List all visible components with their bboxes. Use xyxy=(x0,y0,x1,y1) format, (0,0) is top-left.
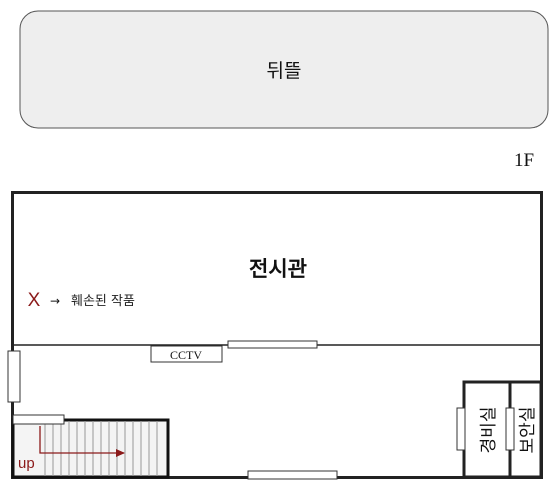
door-left xyxy=(7,350,21,403)
floor-label: 1F xyxy=(514,150,534,171)
legend-text: 훼손된 작품 xyxy=(71,294,135,309)
guard-room-label: 경비실 xyxy=(479,407,499,454)
cctv-label: CCTV xyxy=(170,348,202,362)
damaged-marker: X xyxy=(28,290,41,311)
cctv-box xyxy=(150,345,223,363)
stairs-area xyxy=(11,418,170,479)
backyard-area xyxy=(19,10,549,129)
stairs-label: up xyxy=(18,455,35,472)
security-room xyxy=(508,380,543,479)
security-room-label: 보안실 xyxy=(518,407,538,454)
stair-steps xyxy=(44,421,158,476)
stair-arrow-head xyxy=(116,449,125,457)
window-bottom xyxy=(247,470,338,480)
stairs-door xyxy=(12,414,65,425)
guard-room-door xyxy=(456,407,466,451)
security-room-door xyxy=(505,407,515,451)
exhibition-label: 전시관 xyxy=(249,257,307,281)
stair-arrow xyxy=(39,426,124,454)
window-top xyxy=(227,340,318,349)
legend-arrow: → xyxy=(50,294,60,308)
backyard-label: 뒤뜰 xyxy=(267,60,302,82)
